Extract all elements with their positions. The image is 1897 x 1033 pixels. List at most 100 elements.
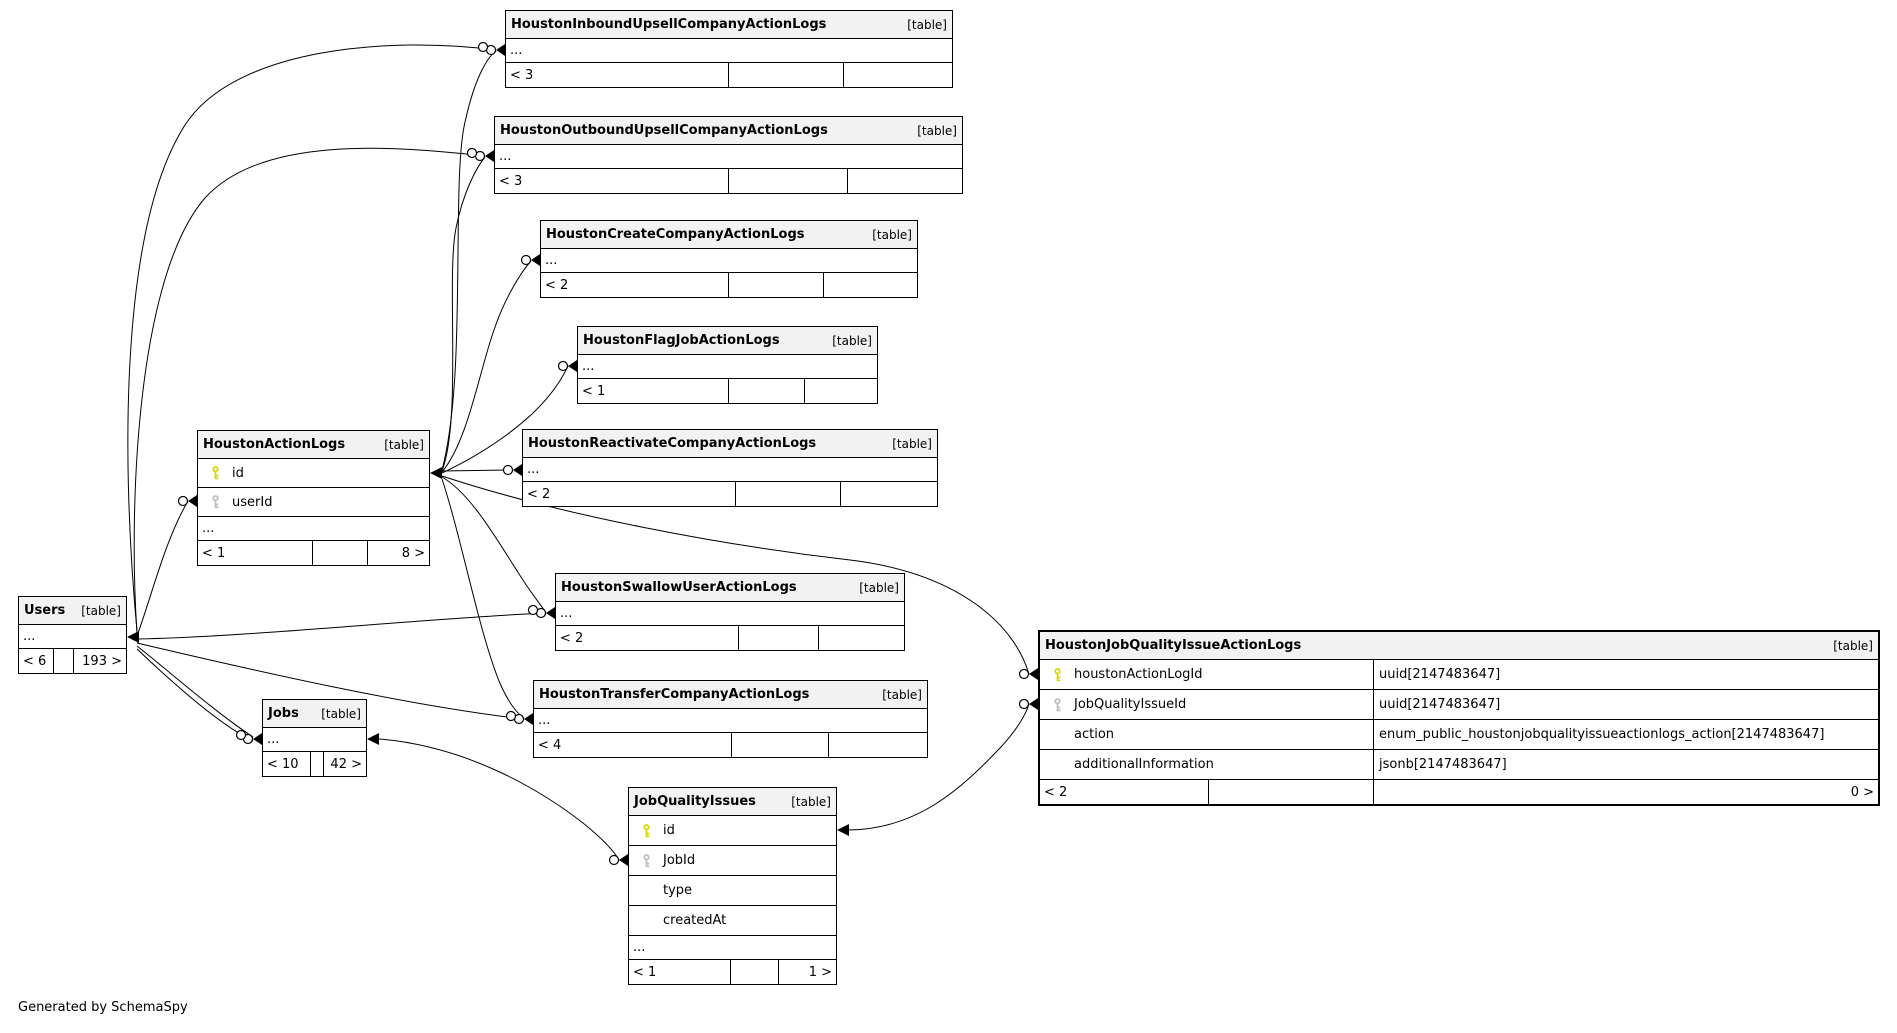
table-header-bigtable[interactable]: HoustonJobQualityIssueActionLogs [table] (1040, 632, 1878, 660)
footer-middle-cell (313, 541, 368, 565)
edge-jobquality-bigtable (848, 703, 1030, 831)
table-node-inbound[interactable]: HoustonInboundUpsellCompanyActionLogs[ta… (505, 10, 953, 88)
parent-arrow-jobquality (837, 824, 849, 836)
hidden-columns-row: ... (506, 39, 952, 63)
column-type: uuid[2147483647] (1379, 667, 1501, 682)
table-footer: < 2 (523, 482, 937, 506)
table-name: HoustonTransferCompanyActionLogs (539, 687, 810, 702)
table-name: Jobs (268, 706, 299, 721)
table-node-transfer[interactable]: HoustonTransferCompanyActionLogs[table].… (533, 680, 928, 758)
table-header-transfer[interactable]: HoustonTransferCompanyActionLogs [table] (534, 681, 927, 709)
edge-actionlogs-transfer (441, 478, 525, 720)
footer-parents-count: < 3 (506, 63, 729, 87)
column-type: uuid[2147483647] (1379, 697, 1501, 712)
column-name-cell: action (1040, 720, 1374, 749)
column-name: type (663, 883, 693, 898)
footer-parents-count: < 10 (263, 752, 311, 776)
table-header-flag[interactable]: HoustonFlagJobActionLogs[table] (578, 327, 877, 355)
edge-jobs-jobquality (378, 738, 620, 861)
footer-middle-cell (729, 169, 848, 193)
footer-middle-cell (732, 733, 829, 757)
table-name: HoustonCreateCompanyActionLogs (546, 227, 805, 242)
crow-inbound (496, 44, 505, 56)
column-row-createdAt: createdAt (629, 906, 836, 936)
table-header-jobquality[interactable]: JobQualityIssues[table] (629, 788, 836, 816)
table-node-swallow[interactable]: HoustonSwallowUserActionLogs[table]...< … (555, 573, 905, 651)
footer-children-count: 193 > (82, 653, 122, 669)
column-name-cell: JobQualityIssueId (1040, 690, 1374, 719)
footer-children-count (819, 626, 904, 650)
parent-arrow-users (127, 631, 139, 643)
odot-create (520, 254, 532, 266)
foreign-key-icon (211, 495, 219, 509)
hidden-columns-row: ... (198, 517, 429, 541)
foreign-key-icon (642, 853, 650, 867)
table-header-outbound[interactable]: HoustonOutboundUpsellCompanyActionLogs [t… (495, 117, 962, 145)
footer-middle-cell (54, 649, 74, 673)
table-tag: [table] (1833, 638, 1873, 653)
column-name: houstonActionLogId (1074, 667, 1203, 682)
footer-parents-count: < 2 (541, 273, 729, 297)
table-name: Users (24, 603, 66, 618)
hidden-columns-row: ... (495, 145, 962, 169)
key-cell (629, 853, 663, 868)
crow-create (531, 254, 540, 266)
table-header-users[interactable]: Users[table] (19, 597, 126, 625)
odot-reactivate (502, 464, 514, 476)
footer-middle-cell (1209, 780, 1374, 804)
edge-actionlogs-outbound (441, 156, 486, 472)
table-header-actionlogs[interactable]: HoustonActionLogs[table] (198, 431, 429, 459)
table-footer: < 2 (541, 273, 917, 297)
table-name: HoustonJobQualityIssueActionLogs (1045, 638, 1302, 653)
column-row-JobId: JobId (629, 846, 836, 876)
table-header-jobs[interactable]: Jobs[table] (263, 700, 366, 728)
table-node-flag[interactable]: HoustonFlagJobActionLogs[table]...< 1 (577, 326, 878, 404)
crow-outbound (485, 150, 494, 162)
odot-flag (557, 360, 569, 372)
table-header-swallow[interactable]: HoustonSwallowUserActionLogs[table] (556, 574, 904, 602)
crow-jobs (253, 733, 262, 745)
footer-children-count (844, 63, 952, 87)
edge-users-outbound (133, 147, 486, 634)
footer-middle-cell (729, 273, 824, 297)
table-tag: [table] (859, 580, 899, 595)
edge-users-transfer (136, 642, 525, 720)
primary-key-icon (642, 823, 650, 837)
edge-actionlogs-reactivate (441, 469, 514, 472)
hidden-columns-row: ... (578, 355, 877, 379)
table-tag: [table] (791, 794, 831, 809)
odot-bigtable-houstonactionlogid (1018, 668, 1030, 680)
key-cell (198, 495, 232, 509)
column-name: JobQualityIssueId (1074, 697, 1187, 712)
table-node-create[interactable]: HoustonCreateCompanyActionLogs[table]...… (540, 220, 918, 298)
footer-middle-cell (736, 482, 841, 506)
edge-users-jobs-2 (136, 648, 254, 742)
table-header-reactivate[interactable]: HoustonReactivateCompanyActionLogs[table… (523, 430, 937, 458)
table-name: HoustonOutboundUpsellCompanyActionLogs (500, 123, 828, 138)
table-tag: [table] (882, 687, 922, 702)
hidden-columns-row: ... (541, 249, 917, 273)
table-node-outbound[interactable]: HoustonOutboundUpsellCompanyActionLogs [t… (494, 116, 963, 194)
table-header-create[interactable]: HoustonCreateCompanyActionLogs[table] (541, 221, 917, 249)
table-header-inbound[interactable]: HoustonInboundUpsellCompanyActionLogs[ta… (506, 11, 952, 39)
generator-credit: Generated by SchemaSpy (18, 1000, 188, 1015)
crow-actionlogs-userid (188, 495, 197, 507)
odot-jobs-2 (235, 729, 247, 741)
footer-parents-count: < 1 (578, 379, 729, 403)
key-cell (1040, 667, 1074, 682)
footer-parents-count: < 2 (556, 626, 739, 650)
column-row-userId: userId (198, 488, 429, 517)
table-name: HoustonInboundUpsellCompanyActionLogs (511, 17, 827, 32)
table-node-reactivate[interactable]: HoustonReactivateCompanyActionLogs[table… (522, 429, 938, 507)
table-tag: [table] (917, 123, 957, 138)
column-name: JobId (663, 853, 696, 868)
edge-actionlogs-flag (441, 365, 569, 474)
table-node-bigtable[interactable]: HoustonJobQualityIssueActionLogs [table] h… (1038, 630, 1880, 806)
key-cell (198, 466, 232, 480)
